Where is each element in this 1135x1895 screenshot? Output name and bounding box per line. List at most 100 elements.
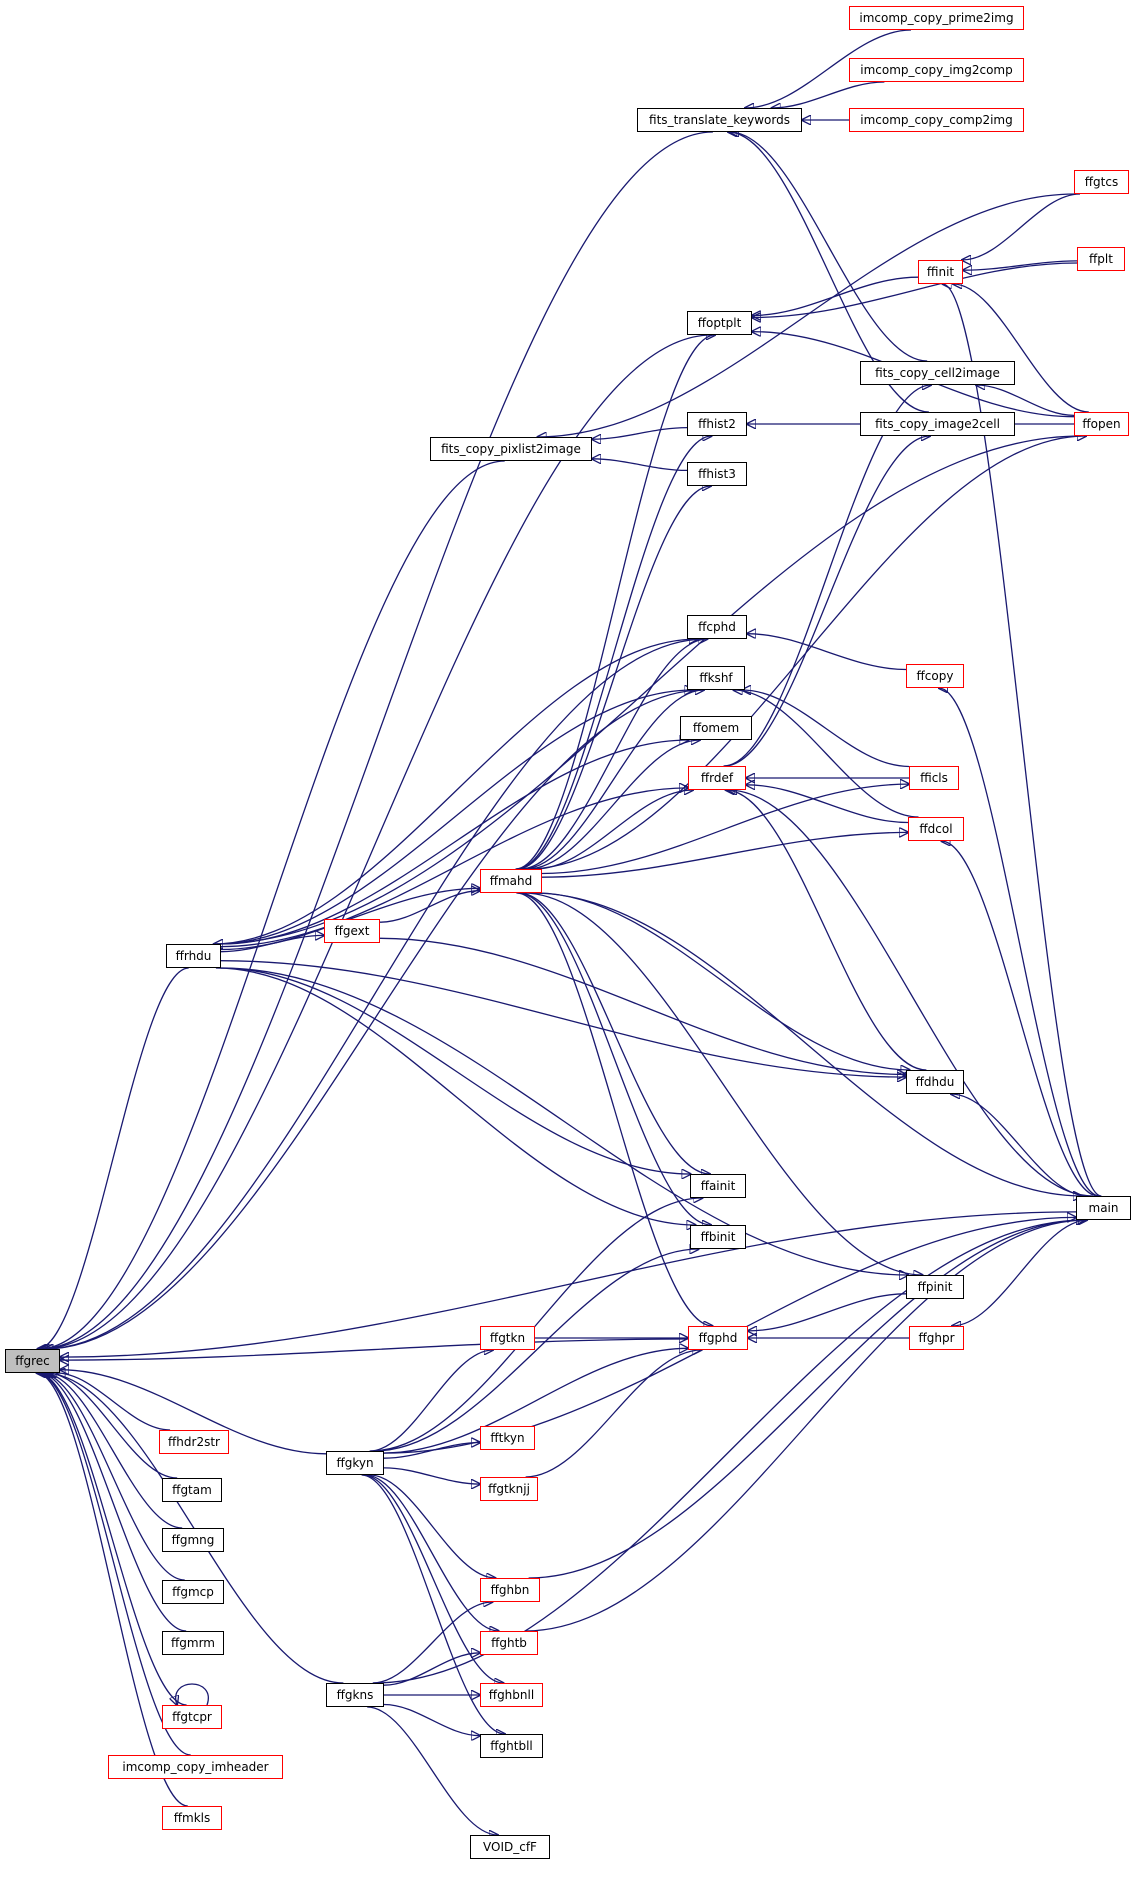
edge-ffdcol-to-ffrdef: [746, 785, 909, 824]
edge-ffgext-to-ffdhdu: [379, 937, 906, 1074]
node-ffcopy[interactable]: ffcopy: [906, 664, 964, 688]
node-ffgtkn[interactable]: ffgtkn: [480, 1326, 535, 1350]
node-fftkyn[interactable]: fftkyn: [480, 1426, 535, 1450]
edge-ffopen-to-ffinit: [953, 284, 1089, 413]
edge-ffhdr2str-to-ffgrec: [56, 1373, 171, 1431]
node-fits-copy-image2cell: fits_copy_image2cell: [860, 412, 1015, 436]
edge-fits-copy-image2cell-to-fits-translate-keywords: [728, 132, 929, 413]
edge-ffplt-to-ffinit: [963, 260, 1078, 270]
edge-ffmahd-to-ffopen: [526, 436, 1087, 870]
node-ffopen[interactable]: ffopen: [1074, 412, 1129, 436]
edge-ffrhdu-to-ffdhdu: [220, 960, 906, 1077]
edge-main-to-ffgrec: [60, 1211, 1077, 1357]
node-ffghtb[interactable]: ffghtb: [480, 1631, 538, 1655]
edge-ffgkyn-to-ffainit: [370, 1198, 703, 1452]
edge-main-to-ffrdef: [728, 790, 1093, 1197]
edge-ffgkns-to-ffghbn: [372, 1602, 493, 1684]
node-ffgphd[interactable]: ffgphd: [688, 1326, 748, 1350]
edge-ffgmng-to-ffgrec: [43, 1373, 183, 1529]
node-ffdhdu: ffdhdu: [906, 1070, 964, 1094]
node-fficls[interactable]: fficls: [909, 766, 959, 790]
edge-ffgtknjj-to-ffgphd: [525, 1350, 702, 1478]
edge-ffopen-to-fits-copy-cell2image: [976, 385, 1075, 417]
edge-imcomp-copy-prime2img-to-fits-translate-keywords: [745, 29, 912, 108]
node-ffdcol[interactable]: ffdcol: [908, 817, 964, 841]
node-ffghpr[interactable]: ffghpr: [909, 1326, 964, 1350]
edge-ffrhdu-to-ffkshf: [216, 690, 693, 945]
edge-ffmahd-to-fficls: [541, 784, 909, 875]
edge-ffgkyn-to-ffghtb: [365, 1474, 498, 1631]
edge-fits-copy-cell2image-to-fits-translate-keywords: [730, 132, 928, 362]
node-ffghtbll: ffghtbll: [480, 1734, 543, 1758]
edge-ffhist2-to-fits-copy-pixlist2image: [592, 426, 688, 440]
node-ffgmrm: ffgmrm: [162, 1631, 224, 1655]
node-imcomp-copy-prime2img[interactable]: imcomp_copy_prime2img: [849, 6, 1024, 30]
edge-ffrhdu-to-ffrdef: [220, 788, 688, 948]
node-imcomp-copy-comp2img[interactable]: imcomp_copy_comp2img: [849, 108, 1024, 132]
edge-ffrhdu-to-ffpinit: [220, 967, 908, 1275]
node-ffhist3: ffhist3: [687, 462, 747, 486]
node-ffrdef[interactable]: ffrdef: [688, 766, 746, 790]
edge-ffpinit-to-ffgphd: [748, 1293, 907, 1331]
edge-ffrhdu-to-ffbinit: [215, 967, 696, 1225]
edge-ffkshf-to-ffgrec: [45, 689, 705, 1349]
node-ffgmcp: ffgmcp: [162, 1580, 224, 1604]
edge-ffghbn-to-main: [528, 1220, 1085, 1579]
edge-ffgmcp-to-ffgrec: [41, 1373, 185, 1581]
node-ffplt[interactable]: ffplt: [1077, 247, 1125, 271]
edge-ffgkyn-to-ffgtkn: [369, 1350, 493, 1452]
node-ffrhdu: ffrhdu: [166, 944, 221, 968]
node-ffgtknjj[interactable]: ffgtknjj: [480, 1477, 538, 1501]
edge-ffrhdu-to-ffgrec: [37, 967, 189, 1349]
node-ffpinit: ffpinit: [906, 1275, 964, 1299]
edge-ffopen-to-ffrhdu: [214, 435, 1082, 944]
node-ffhdr2str[interactable]: ffhdr2str: [159, 1430, 229, 1454]
edge-ffmahd-to-ffbinit: [517, 892, 711, 1225]
edge-ffgphd-to-ffgrec: [60, 1338, 689, 1360]
node-imcomp-copy-imheader[interactable]: imcomp_copy_imheader: [108, 1755, 283, 1779]
edge-ffmahd-to-ffpinit: [523, 892, 923, 1275]
node-fits-translate-keywords: fits_translate_keywords: [637, 108, 802, 132]
edge-ffgtam-to-ffgrec: [47, 1373, 178, 1479]
node-ffgtcs[interactable]: ffgtcs: [1074, 170, 1129, 194]
edge-imcomp-copy-imheader-to-ffgrec: [37, 1373, 191, 1756]
node-ffoptplt: ffoptplt: [687, 311, 752, 335]
node-ffinit[interactable]: ffinit: [918, 260, 963, 284]
node-ffghbn[interactable]: ffghbn: [480, 1578, 540, 1602]
node-ffmkls[interactable]: ffmkls: [162, 1806, 222, 1830]
node-ffgtam: ffgtam: [162, 1478, 222, 1502]
edge-main-to-ffghpr: [952, 1219, 1089, 1326]
node-main: main: [1076, 1196, 1131, 1220]
edge-ffgtcs-to-fits-copy-pixlist2image: [538, 193, 1076, 437]
edge-ffmahd-to-ffhist3: [517, 486, 711, 870]
node-ffhist2: ffhist2: [687, 412, 747, 436]
node-void-cff: VOID_cfF: [470, 1835, 550, 1859]
edge-ffrhdu-to-ffomem: [220, 740, 689, 945]
edge-fits-translate-keywords-to-ffgrec: [39, 131, 713, 1349]
node-ffmahd[interactable]: ffmahd: [480, 869, 542, 893]
node-ffomem: ffomem: [680, 716, 752, 740]
node-imcomp-copy-img2comp[interactable]: imcomp_copy_img2comp: [849, 58, 1024, 82]
edge-fficls-to-ffkshf: [742, 690, 910, 768]
edge-ffgkyn-to-ffghbn: [369, 1474, 496, 1578]
node-ffgrec: ffgrec: [5, 1349, 60, 1373]
edge-ffgkns-to-ffghtbll: [383, 1703, 480, 1736]
edge-ffmahd-to-ffdcol: [541, 832, 908, 878]
edge-ffgtcpr-to-ffgtcpr: [176, 1683, 209, 1705]
edge-ffgkyn-to-ffgtknjj: [383, 1467, 480, 1484]
edge-ffmahd-to-ffoptplt: [515, 335, 716, 870]
edge-ffmahd-to-main: [532, 892, 1082, 1196]
edge-ffcopy-to-ffcphd: [747, 634, 907, 671]
edge-ffmahd-to-ffainit: [519, 892, 710, 1174]
node-ffgext[interactable]: ffgext: [324, 919, 380, 943]
node-ffgmng: ffgmng: [162, 1528, 224, 1552]
node-ffgtcpr[interactable]: ffgtcpr: [162, 1705, 222, 1729]
node-fits-copy-pixlist2image: fits_copy_pixlist2image: [430, 437, 592, 461]
edge-ffrdef-to-fits-copy-image2cell: [724, 436, 931, 767]
edge-ffmahd-to-ffcphd: [520, 639, 708, 870]
edge-ffgkns-to-void-cff: [367, 1706, 498, 1835]
node-ffghbnll[interactable]: ffghbnll: [480, 1683, 543, 1707]
edge-ffplt-to-ffoptplt: [752, 262, 1078, 318]
edge-ffmahd-to-ffgphd: [516, 892, 712, 1326]
